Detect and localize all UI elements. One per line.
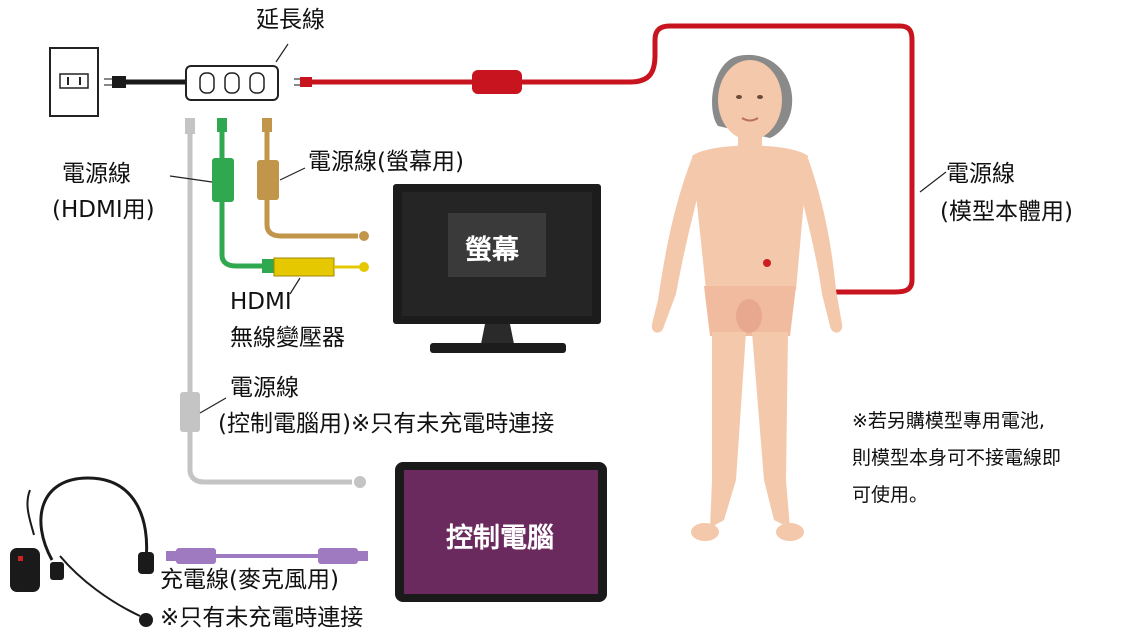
leader-line bbox=[289, 277, 301, 295]
tablet-screen-label: 控制電腦 bbox=[446, 523, 554, 554]
pc-power-cable bbox=[180, 118, 366, 488]
hdmi-transmitter-label-2: 無線變壓器 bbox=[230, 325, 345, 351]
model-power-label-2: (模型本體用) bbox=[940, 199, 1073, 225]
model-power-cable bbox=[294, 23, 915, 295]
monitor-screen-label: 螢幕 bbox=[465, 235, 519, 266]
monitor-power-cable bbox=[257, 118, 369, 241]
extension-cord-label: 延長線 bbox=[256, 7, 325, 33]
hdmi-power-cable bbox=[212, 118, 274, 273]
model-power-label-1: 電源線 bbox=[946, 161, 1015, 187]
wall-outlet-icon bbox=[49, 47, 99, 117]
battery-note-line-2: 則模型本身可不接電線即 bbox=[852, 447, 1062, 469]
monitor-power-label: 電源線(螢幕用) bbox=[308, 149, 464, 175]
hdmi-power-label-1: 電源線 bbox=[62, 161, 131, 187]
pc-power-label-1: 電源線 bbox=[230, 375, 299, 401]
strip-power-cable bbox=[104, 76, 186, 88]
monitor-icon bbox=[393, 184, 601, 353]
battery-note-line-3: 可使用。 bbox=[852, 484, 929, 506]
tablet-icon bbox=[395, 462, 607, 602]
battery-note-line-1: ※若另購模型專用電池, bbox=[852, 410, 1045, 432]
power-strip-icon bbox=[185, 65, 279, 101]
hdmi-transmitter-icon bbox=[273, 257, 369, 277]
leader-line bbox=[275, 43, 289, 63]
hdmi-transmitter-label-1: HDMI bbox=[230, 289, 292, 315]
headset-icon bbox=[10, 476, 154, 627]
leader-line bbox=[919, 171, 947, 193]
hdmi-power-label-2: (HDMI用) bbox=[52, 197, 155, 223]
leader-line bbox=[169, 175, 213, 183]
leader-line bbox=[199, 397, 227, 414]
mic-cable-label: 充電線(麥克風用) bbox=[160, 567, 339, 593]
pc-power-label-2: (控制電腦用)※只有未充電時連接 bbox=[218, 411, 555, 437]
mic-note-label: ※只有未充電時連接 bbox=[160, 605, 364, 631]
manikin-icon bbox=[651, 54, 843, 541]
leader-line bbox=[279, 167, 306, 181]
usb-charge-cable bbox=[166, 548, 368, 564]
